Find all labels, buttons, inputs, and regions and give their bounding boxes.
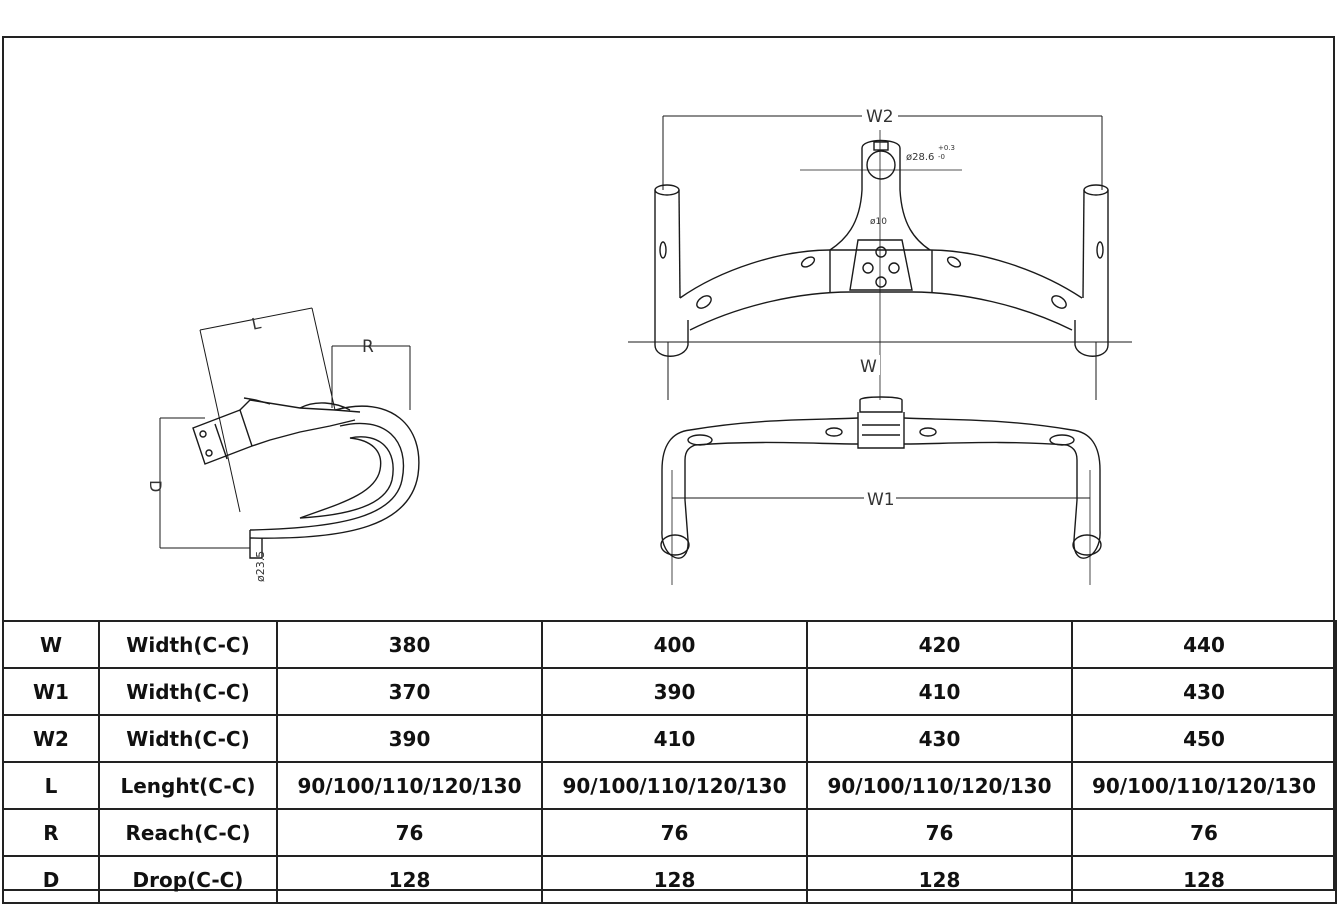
- value-cell: 400: [541, 620, 808, 669]
- row-name-cell: Width(C-C): [98, 667, 278, 716]
- value-cell: 410: [541, 714, 808, 763]
- clamp-tolerance-upper: +0.3: [938, 144, 955, 152]
- clamp-diameter-label: ø28.6: [906, 152, 934, 163]
- value-cell: 128: [1071, 855, 1337, 904]
- side-view-drawing: L R D ø23.5: [146, 307, 420, 582]
- dim-D-label: D: [146, 480, 165, 492]
- row-name-cell: Reach(C-C): [98, 808, 278, 857]
- value-cell: 76: [806, 808, 1073, 857]
- top-view-drawing: W1: [660, 396, 1102, 585]
- row-code-cell: W: [2, 620, 100, 669]
- value-cell: 430: [1071, 667, 1337, 716]
- dim-W-label: W: [860, 357, 877, 377]
- row-code-cell: W2: [2, 714, 100, 763]
- value-cell: 76: [541, 808, 808, 857]
- value-cell: 410: [806, 667, 1073, 716]
- row-code-cell: W1: [2, 667, 100, 716]
- value-cell: 90/100/110/120/130: [1071, 761, 1337, 810]
- value-cell: 370: [276, 667, 543, 716]
- dim-L-label: L: [250, 313, 263, 333]
- row-name-cell: Width(C-C): [98, 620, 278, 669]
- value-cell: 450: [1071, 714, 1337, 763]
- value-cell: 90/100/110/120/130: [276, 761, 543, 810]
- value-cell: 128: [806, 855, 1073, 904]
- dim-W2-label: W2: [866, 107, 894, 127]
- row-code-cell: R: [2, 808, 100, 857]
- technical-drawings: L R D ø23.5 W2: [146, 104, 1132, 585]
- value-cell: 90/100/110/120/130: [541, 761, 808, 810]
- bar-diameter-label: ø23.5: [254, 551, 267, 582]
- value-cell: 90/100/110/120/130: [806, 761, 1073, 810]
- value-cell: 76: [1071, 808, 1337, 857]
- value-cell: 76: [276, 808, 543, 857]
- row-name-cell: Width(C-C): [98, 714, 278, 763]
- value-cell: 128: [541, 855, 808, 904]
- value-cell: 430: [806, 714, 1073, 763]
- center-mark-label: ø10: [870, 217, 887, 227]
- value-cell: 390: [541, 667, 808, 716]
- value-cell: 420: [806, 620, 1073, 669]
- row-code-cell: D: [2, 855, 100, 904]
- value-cell: 128: [276, 855, 543, 904]
- row-name-cell: Drop(C-C): [98, 855, 278, 904]
- row-code-cell: L: [2, 761, 100, 810]
- value-cell: 380: [276, 620, 543, 669]
- value-cell: 440: [1071, 620, 1337, 669]
- dim-W1-label: W1: [867, 490, 895, 510]
- clamp-tolerance-lower: -0: [938, 153, 945, 161]
- dim-R-label: R: [362, 337, 374, 357]
- front-view-drawing: W2 W ø28.6 +0.3 -0 ø10: [628, 104, 1132, 400]
- value-cell: 390: [276, 714, 543, 763]
- row-name-cell: Lenght(C-C): [98, 761, 278, 810]
